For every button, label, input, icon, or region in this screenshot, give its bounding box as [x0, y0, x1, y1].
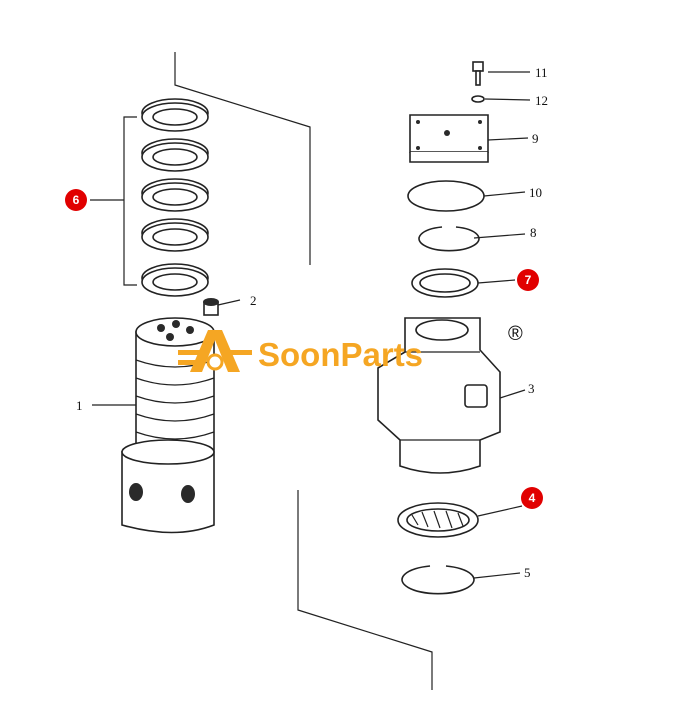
callout-2: 2 — [250, 293, 257, 308]
registered-mark: ® — [508, 323, 523, 345]
ring-part-7 — [411, 268, 479, 298]
logo-mark-icon — [178, 330, 252, 372]
o-ring-part — [407, 180, 485, 212]
svg-text:4: 4 — [529, 491, 536, 505]
callout-8: 8 — [530, 225, 537, 240]
snap-ring-part-5 — [401, 565, 475, 595]
leader-lines — [90, 71, 531, 579]
washer-part — [471, 95, 485, 103]
bearing-part — [397, 502, 479, 538]
watermark-logo: SoonParts ® — [178, 323, 523, 373]
callout-3: 3 — [528, 381, 535, 396]
badge-callout-7: 7 — [517, 269, 539, 291]
snap-ring-part — [418, 226, 480, 252]
callout-10: 10 — [529, 185, 542, 200]
seal-ring-stack — [141, 98, 209, 297]
seal-group-bracket — [123, 116, 137, 286]
cover-plate-part — [409, 114, 489, 163]
callout-5: 5 — [524, 565, 531, 580]
group-frame-bottom — [297, 490, 433, 690]
watermark-text: SoonParts — [258, 336, 423, 373]
group-frame-left — [174, 52, 311, 265]
plug-part — [203, 298, 219, 316]
swivel-housing-part — [377, 317, 501, 474]
bolt-part — [472, 61, 484, 86]
svg-text:7: 7 — [525, 273, 532, 287]
callout-11: 11 — [535, 65, 548, 80]
svg-text:6: 6 — [73, 193, 80, 207]
callout-1: 1 — [76, 398, 83, 413]
callout-9: 9 — [532, 131, 539, 146]
rotor-shaft-part — [121, 317, 215, 534]
badge-callout-4: 4 — [521, 487, 543, 509]
badge-callout-6: 6 — [65, 189, 87, 211]
callout-12: 12 — [535, 93, 548, 108]
